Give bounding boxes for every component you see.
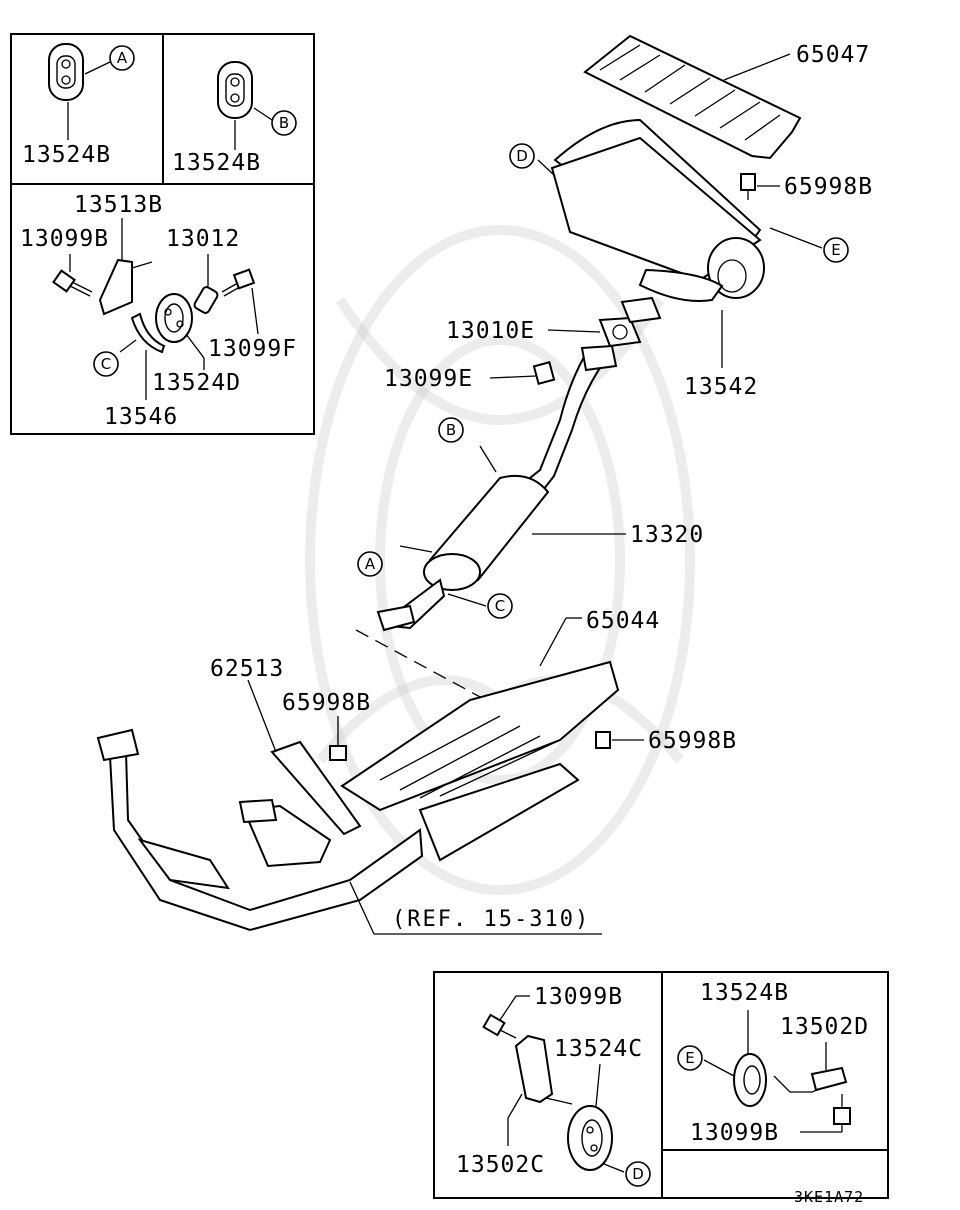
callout-d-main-label: D <box>516 147 528 165</box>
part-label-13546: 13546 <box>104 404 178 430</box>
callout-e-main <box>823 237 849 263</box>
part-label-65998b-mid: 65998B <box>282 690 371 716</box>
callout-c-inset-label: C <box>101 355 111 373</box>
bolt-part <box>595 731 611 749</box>
callout-c-main <box>487 593 513 619</box>
part-label-13524c: 13524C <box>554 1036 643 1062</box>
bolt-part <box>740 173 756 200</box>
callout-b-inset-label: B <box>279 114 289 132</box>
part-label-13524b-a: 13524B <box>22 142 111 168</box>
rubber-hanger-part <box>733 1053 767 1107</box>
callout-a-inset <box>109 45 135 71</box>
part-label-65044: 65044 <box>586 608 660 634</box>
heat-shield-lower <box>340 660 620 812</box>
callout-b-main-label: B <box>446 421 456 439</box>
part-label-65047: 65047 <box>796 42 870 68</box>
clamp-part <box>130 312 166 354</box>
callout-b-main <box>438 417 464 443</box>
callout-b-inset <box>271 110 297 136</box>
part-label-13010e: 13010E <box>446 318 535 344</box>
part-label-13542: 13542 <box>684 374 758 400</box>
part-label-13099b-d: 13099B <box>534 984 623 1010</box>
callout-a-inset-label: A <box>117 49 128 67</box>
bolt-part <box>221 268 256 297</box>
bracket-part <box>773 1066 848 1093</box>
sub-muffler <box>376 474 550 632</box>
rubber-hanger-part <box>48 43 84 101</box>
callout-d-main <box>509 143 535 169</box>
part-label-65998b-right: 65998B <box>648 728 737 754</box>
callout-e-main-label: E <box>831 241 840 259</box>
bracket-part <box>98 258 153 316</box>
part-label-13524b-e: 13524B <box>700 980 789 1006</box>
part-label-13099b-e: 13099B <box>690 1120 779 1146</box>
flange-part <box>620 296 662 324</box>
part-label-13502c: 13502C <box>456 1152 545 1178</box>
callout-d-inset <box>625 1161 651 1187</box>
inset-bottom-right: 13099B 13502C 13524C D 13524B <box>433 971 889 1199</box>
part-label-13099f: 13099F <box>208 336 297 362</box>
callout-c-inset <box>93 351 119 377</box>
part-label-13513b: 13513B <box>74 192 163 218</box>
bolt-part <box>329 745 347 761</box>
part-label-13502d: 13502D <box>780 1014 869 1040</box>
collar-part <box>193 286 219 314</box>
callout-e-inset <box>677 1045 703 1071</box>
bracket-part <box>514 1034 573 1105</box>
drawing-code: 3KE1A72 <box>794 1188 864 1206</box>
part-label-62513: 62513 <box>210 656 284 682</box>
part-label-13524d: 13524D <box>152 370 241 396</box>
part-label-13099b-c: 13099B <box>20 226 109 252</box>
callout-e-inset-label: E <box>685 1049 694 1067</box>
rubber-hanger-part <box>217 61 253 119</box>
part-label-65998b-top: 65998B <box>784 174 873 200</box>
bolt-part <box>482 1013 517 1039</box>
rubber-hanger-part <box>155 293 193 343</box>
callout-c-main-label: C <box>495 597 505 615</box>
part-label-13012: 13012 <box>166 226 240 252</box>
main-muffler <box>550 118 765 302</box>
bolt-part <box>52 269 93 297</box>
front-pipe <box>96 728 580 932</box>
bolt-part <box>532 361 556 385</box>
reference-label: (REF. 15-310) <box>392 907 590 932</box>
part-label-13099e: 13099E <box>384 366 473 392</box>
bolt-part <box>833 1094 851 1125</box>
callout-d-inset-label: D <box>632 1165 644 1183</box>
gasket-part <box>598 316 642 348</box>
part-label-13524b-b: 13524B <box>172 150 261 176</box>
bracket-62513 <box>270 740 362 836</box>
part-label-13320: 13320 <box>630 522 704 548</box>
inset-top-left: A 13524B B 13524B 13513B 13099B 13012 <box>10 33 315 435</box>
callout-a-main-label: A <box>365 555 376 573</box>
heat-shield-upper <box>583 34 802 160</box>
callout-a-main <box>357 551 383 577</box>
rubber-hanger-part <box>567 1105 613 1171</box>
